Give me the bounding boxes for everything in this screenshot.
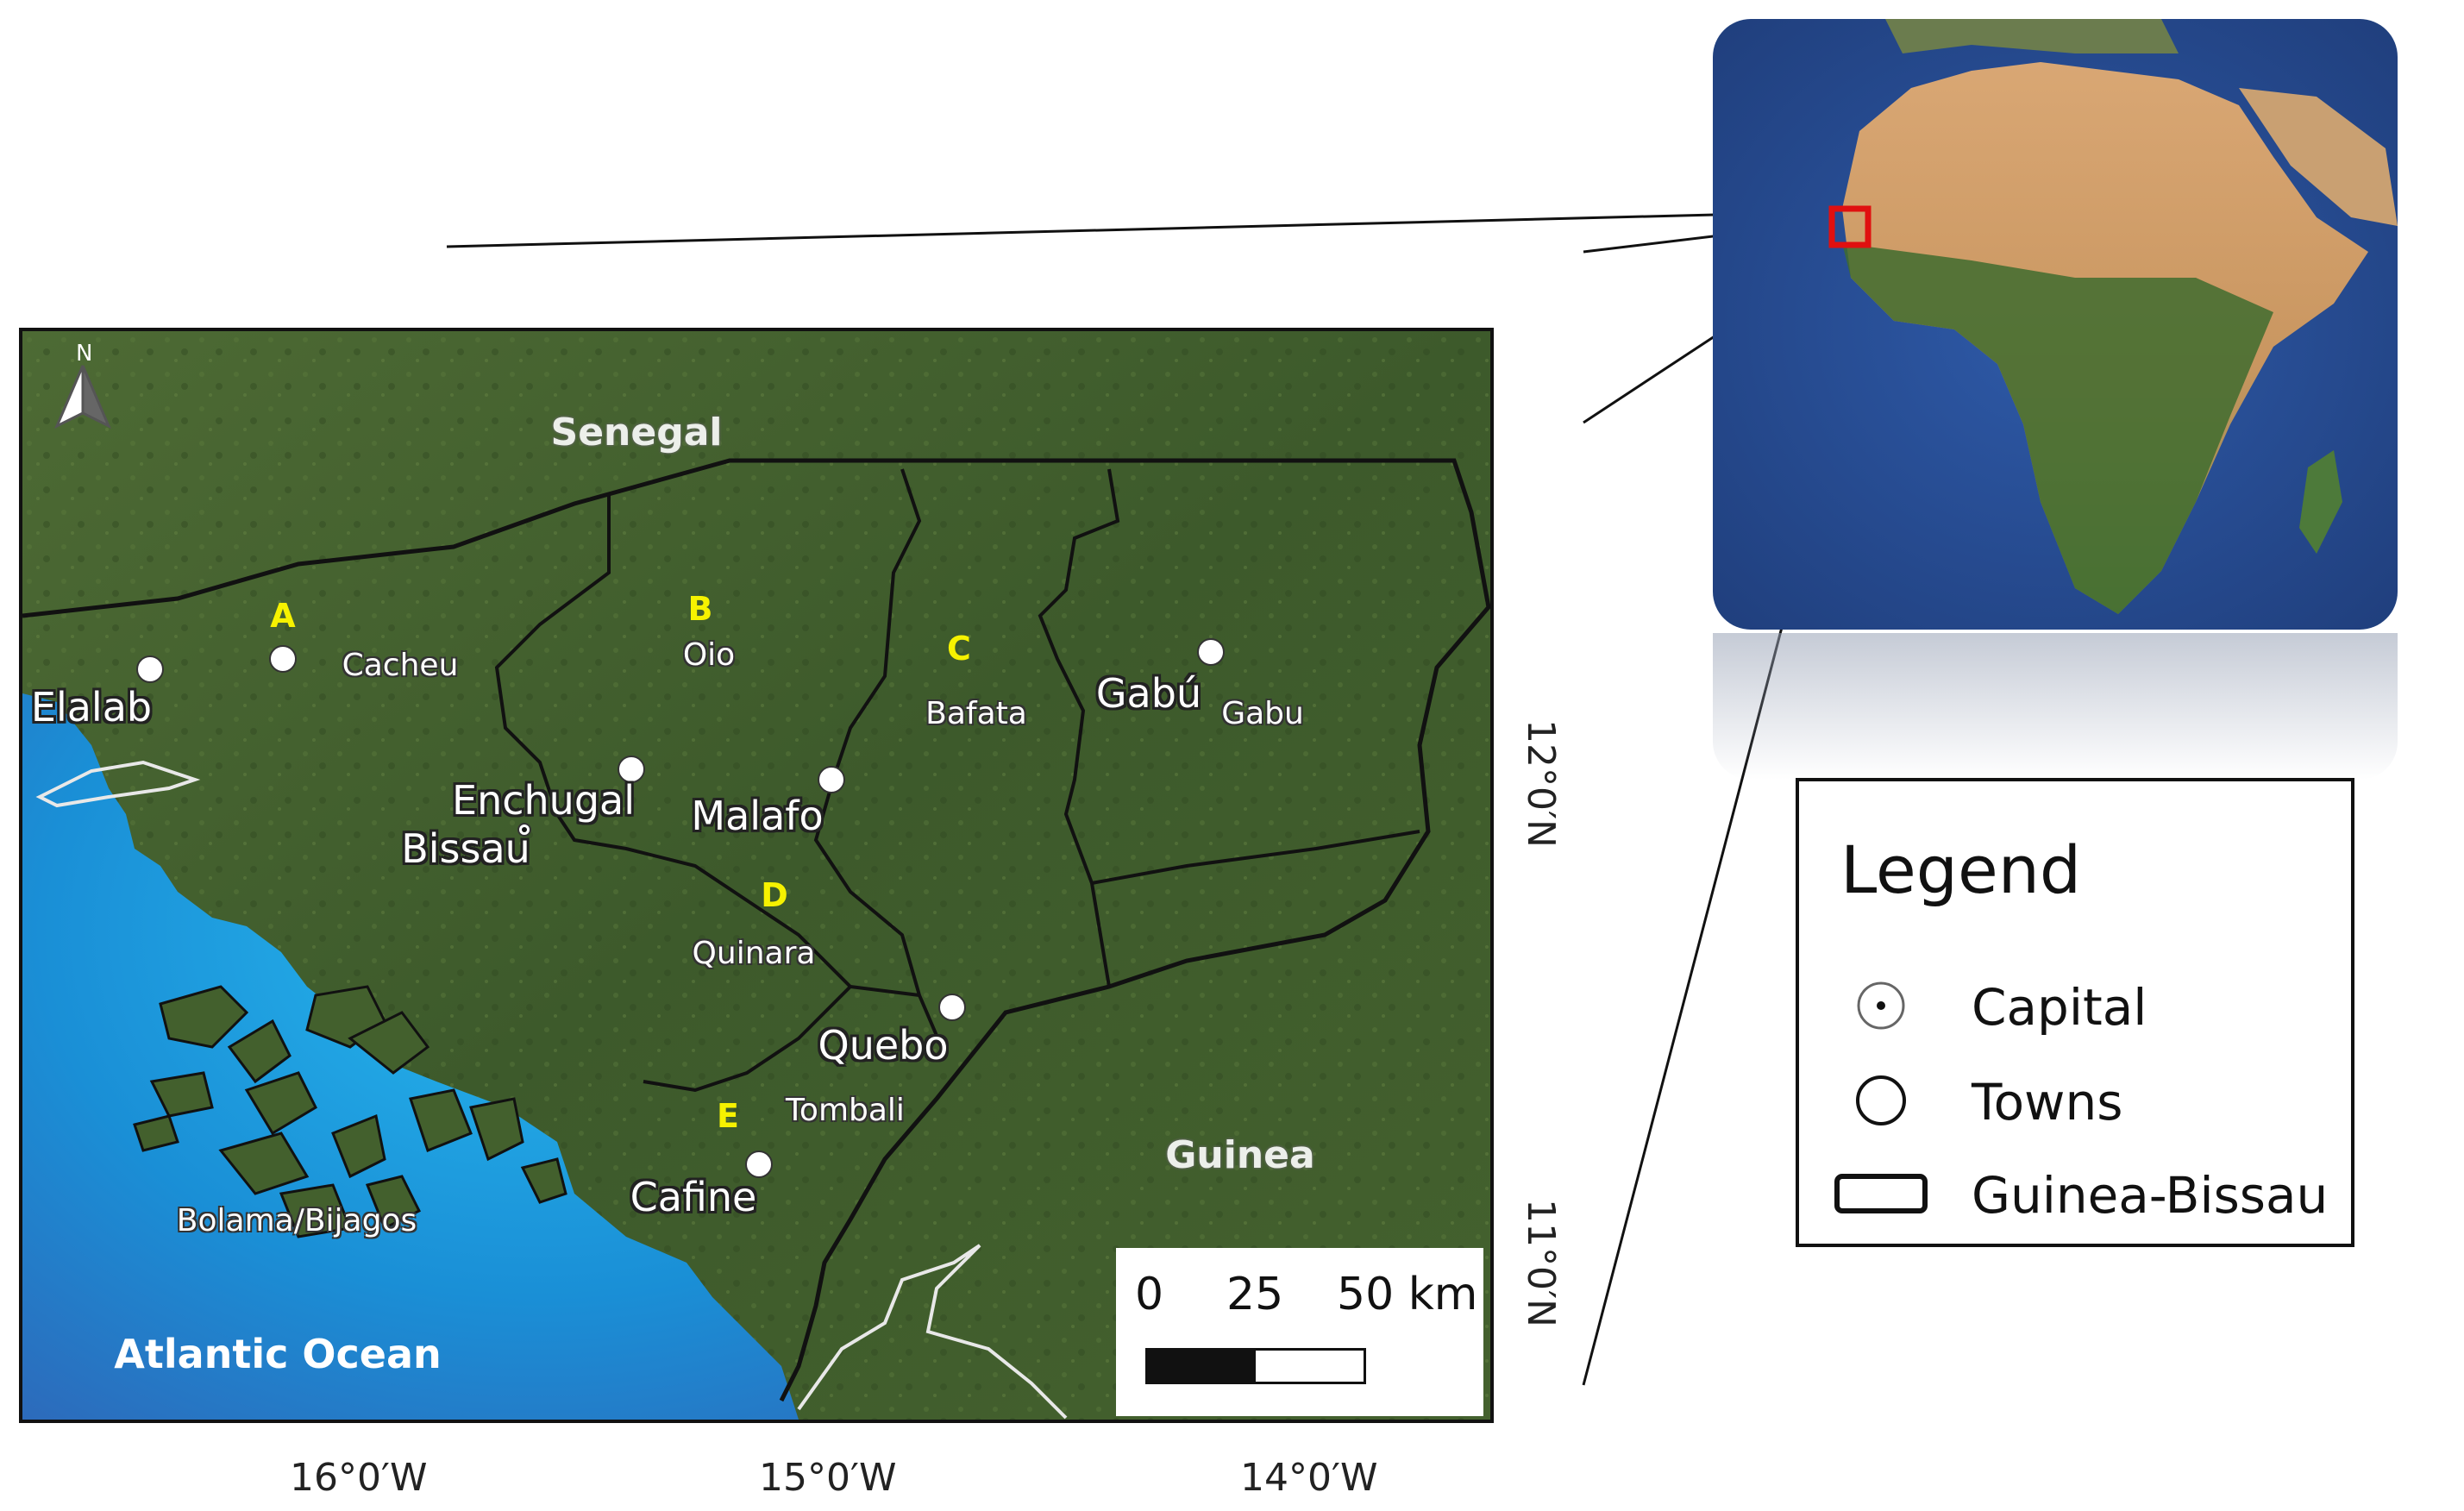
legend-label-guinea-bissau: Guinea-Bissau (1972, 1166, 2329, 1225)
region-letter-b: B (687, 590, 713, 628)
town-circle-icon (1856, 1075, 1906, 1125)
scale-bar-graphic (1145, 1348, 1366, 1384)
region-label-oio: Oio (682, 637, 736, 673)
senegal-coast-outline (35, 760, 201, 808)
town-markers (136, 638, 1225, 1178)
region-label-cacheu: Cacheu (342, 648, 459, 683)
town-marker-enchugal[interactable] (618, 756, 645, 783)
y-tick-12n: 12°0′N (1519, 719, 1563, 848)
europe-landmass (1885, 19, 2179, 53)
legend-box: Legend Capital Towns Guinea-Bissau (1796, 778, 2354, 1247)
scale-tick-0: 0 (1135, 1269, 1164, 1320)
region-label-bolama-bijagos: Bolama/Bijagos (176, 1203, 417, 1238)
scale-tick-50km: 50 km (1337, 1269, 1478, 1320)
region-letter-e: E (717, 1097, 739, 1135)
town-label-enchugal: Enchugal (452, 777, 635, 824)
town-marker-gabu[interactable] (1197, 638, 1225, 666)
town-marker-cafine[interactable] (745, 1150, 773, 1178)
capital-label-bissau: Bissau (401, 825, 530, 872)
town-marker-malafo[interactable] (818, 766, 845, 793)
town-label-quebo: Quebo (818, 1022, 949, 1069)
country-label-senegal: Senegal (550, 411, 723, 455)
capital-marker-bissau[interactable] (517, 823, 531, 837)
main-map[interactable]: N Senegal Guinea Atlantic Ocean A B C D … (19, 328, 1494, 1423)
north-arrow-icon: N (54, 341, 111, 429)
bijagos-islands (133, 985, 567, 1238)
legend-title: Legend (1840, 831, 2082, 908)
scale-bar: 0 25 50 km (1116, 1248, 1483, 1416)
boundary-rect-icon (1834, 1174, 1928, 1213)
north-label: N (76, 341, 92, 367)
arabia-landmass (2239, 88, 2398, 226)
region-letter-c: C (947, 630, 971, 668)
x-tick-16w: 16°0′W (290, 1456, 428, 1500)
town-marker-quebo[interactable] (938, 994, 966, 1021)
town-label-gabu: Gabú (1095, 670, 1202, 717)
region-letter-d: D (761, 876, 788, 914)
inset-canvas (1713, 19, 2398, 630)
capital-dot-icon (1857, 981, 1905, 1030)
country-label-guinea: Guinea (1165, 1133, 1315, 1177)
legend-item-towns: Towns (1799, 1066, 2351, 1135)
scale-tick-25: 25 (1226, 1269, 1284, 1320)
legend-label-towns: Towns (1972, 1073, 2123, 1132)
town-label-elalab: Elalab (30, 684, 153, 730)
guinea-bissau-boundary (22, 458, 1490, 1402)
town-label-cafine: Cafine (630, 1174, 757, 1220)
x-tick-14w: 14°0′W (1240, 1456, 1378, 1500)
ocean-label: Atlantic Ocean (114, 1331, 442, 1377)
inset-africa-map[interactable] (1713, 19, 2398, 630)
town-marker-elalab[interactable] (136, 655, 164, 683)
inset-reflection (1713, 633, 2398, 780)
legend-item-capital: Capital (1799, 971, 2351, 1040)
legend-label-capital: Capital (1972, 978, 2147, 1037)
region-label-gabu: Gabu (1221, 696, 1304, 731)
africa-vegetation (1842, 243, 2273, 614)
guinea-coast-outline (797, 1244, 1068, 1420)
land-texture (22, 331, 1490, 1420)
region-label-bafata: Bafata (925, 696, 1027, 731)
guinea-bissau-highlight (1828, 205, 1872, 248)
town-marker-cacheu[interactable] (269, 645, 297, 673)
madagascar-landmass (2299, 450, 2342, 554)
region-letter-a: A (270, 597, 296, 635)
y-tick-11n: 11°0′N (1519, 1199, 1563, 1327)
x-tick-15w: 15°0′W (759, 1456, 897, 1500)
region-label-tombali: Tombali (786, 1093, 905, 1128)
map-canvas (22, 331, 1490, 1420)
region-label-quinara: Quinara (692, 936, 816, 971)
legend-item-guinea-bissau: Guinea-Bissau (1799, 1159, 2351, 1228)
town-label-malafo: Malafo (691, 793, 824, 839)
